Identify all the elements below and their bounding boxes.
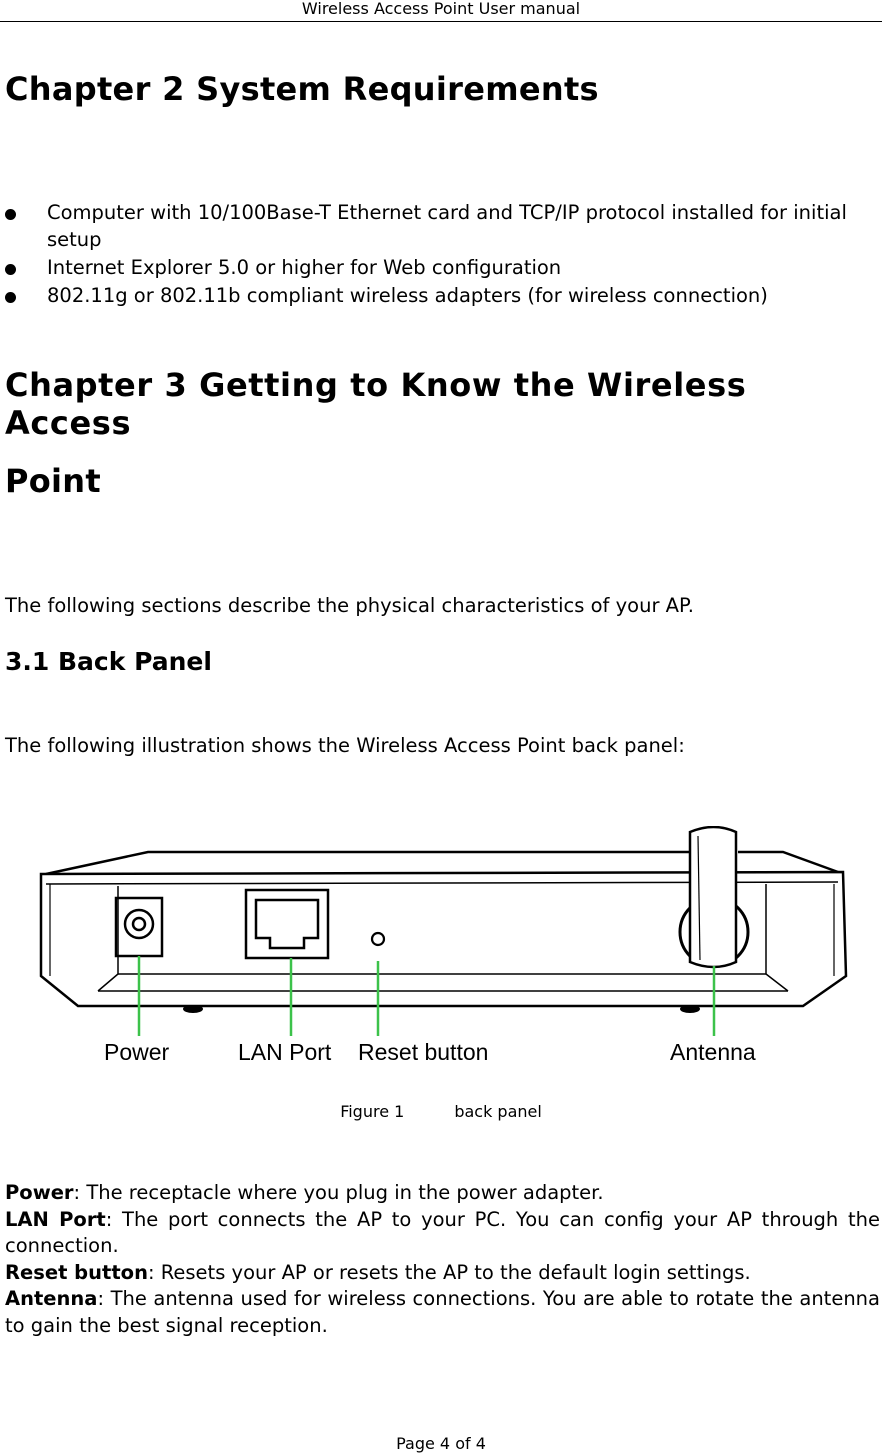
lan-port-label: LAN Port bbox=[238, 1039, 332, 1065]
lan-port-icon bbox=[244, 888, 330, 960]
chapter3-intro: The following sections describe the phys… bbox=[5, 594, 694, 617]
power-label: Power bbox=[104, 1039, 170, 1065]
definitions: Power: The receptacle where you plug in … bbox=[5, 1180, 880, 1339]
chapter2-title: Chapter 2 System Requirements bbox=[5, 70, 599, 108]
pointer-lines bbox=[137, 956, 716, 1036]
definition-item: Power: The receptacle where you plug in … bbox=[5, 1181, 604, 1204]
reset-hole-icon bbox=[370, 931, 386, 947]
bullet-icon bbox=[5, 292, 16, 303]
list-item: 802.11g or 802.11b compliant wireless ad… bbox=[0, 282, 882, 309]
antenna-icon bbox=[678, 826, 750, 969]
chapter3-title-line1: Chapter 3 Getting to Know the Wireless A… bbox=[5, 366, 747, 442]
figure-caption: Figure 1 back panel bbox=[0, 1100, 882, 1124]
device-feet bbox=[183, 1005, 700, 1013]
requirements-list: Computer with 10/100Base-T Ethernet card… bbox=[0, 199, 882, 310]
running-header: Wireless Access Point User manual bbox=[0, 0, 882, 22]
section-title: 3.1 Back Panel bbox=[5, 647, 212, 676]
definition-term: Power bbox=[5, 1181, 74, 1204]
reset-button-label: Reset button bbox=[358, 1039, 488, 1065]
chapter3-title-line2: Point bbox=[5, 462, 101, 500]
bullet-icon bbox=[5, 264, 16, 275]
bullet-icon bbox=[5, 209, 16, 220]
definition-item: Antenna: The antenna used for wireless c… bbox=[5, 1287, 880, 1337]
list-item: Internet Explorer 5.0 or higher for Web … bbox=[0, 254, 882, 281]
section-intro: The following illustration shows the Wir… bbox=[5, 734, 685, 757]
definition-item: LAN Port: The port connects the AP to yo… bbox=[5, 1207, 880, 1258]
list-item: Computer with 10/100Base-T Ethernet card… bbox=[0, 199, 882, 253]
antenna-label: Antenna bbox=[670, 1039, 756, 1065]
definition-item: Reset button: Resets your AP or resets t… bbox=[5, 1260, 751, 1284]
page-footer: Page 4 of 4 bbox=[396, 1434, 486, 1453]
definition-term: LAN Port bbox=[5, 1207, 106, 1231]
definition-term: Reset button bbox=[5, 1260, 148, 1284]
figure-number: Figure 1 bbox=[340, 1102, 405, 1121]
figure-caption-text: back panel bbox=[454, 1102, 542, 1121]
back-panel-illustration: Power LAN Port Reset button Antenna bbox=[39, 826, 848, 1065]
definition-term: Antenna bbox=[5, 1287, 98, 1310]
